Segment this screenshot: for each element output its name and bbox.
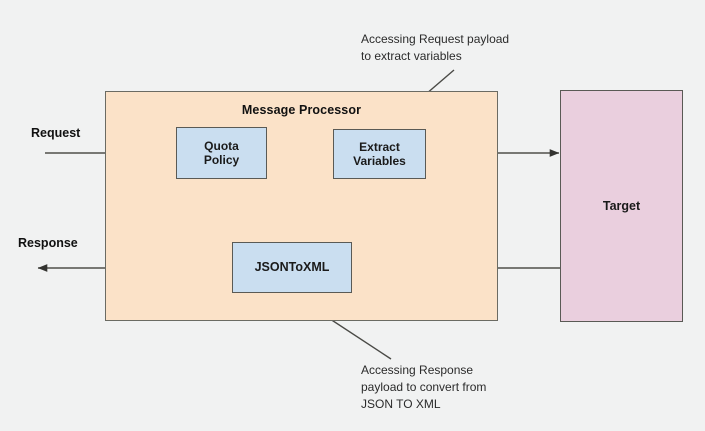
node-quota-policy-label-line1: Quota: [204, 138, 239, 153]
annotation-request-payload: Accessing Request payload to extract var…: [361, 32, 510, 64]
node-jsontoxml[interactable]: JSONToXML: [232, 242, 352, 293]
node-target-label: Target: [602, 198, 641, 213]
annotation-response-payload: Accessing Response payload to convert fr…: [361, 363, 487, 412]
node-extract-variables[interactable]: Extract Variables: [333, 129, 426, 179]
node-quota-policy-label-line2: Policy: [203, 153, 240, 167]
edge-label-response: Response: [18, 236, 78, 250]
node-jsontoxml-label: JSONToXML: [254, 260, 330, 275]
node-extract-variables-label-line2: Variables: [353, 154, 406, 168]
node-extract-variables-label-line1: Extract: [359, 139, 400, 154]
node-quota-policy-label: Quota Policy: [204, 139, 239, 167]
node-target[interactable]: Target: [560, 90, 683, 322]
edge-label-request: Request: [31, 126, 81, 140]
message-processor-title: Message Processor: [241, 103, 362, 117]
node-extract-variables-label: Extract Variables: [353, 140, 406, 168]
node-quota-policy[interactable]: Quota Policy: [176, 127, 267, 179]
